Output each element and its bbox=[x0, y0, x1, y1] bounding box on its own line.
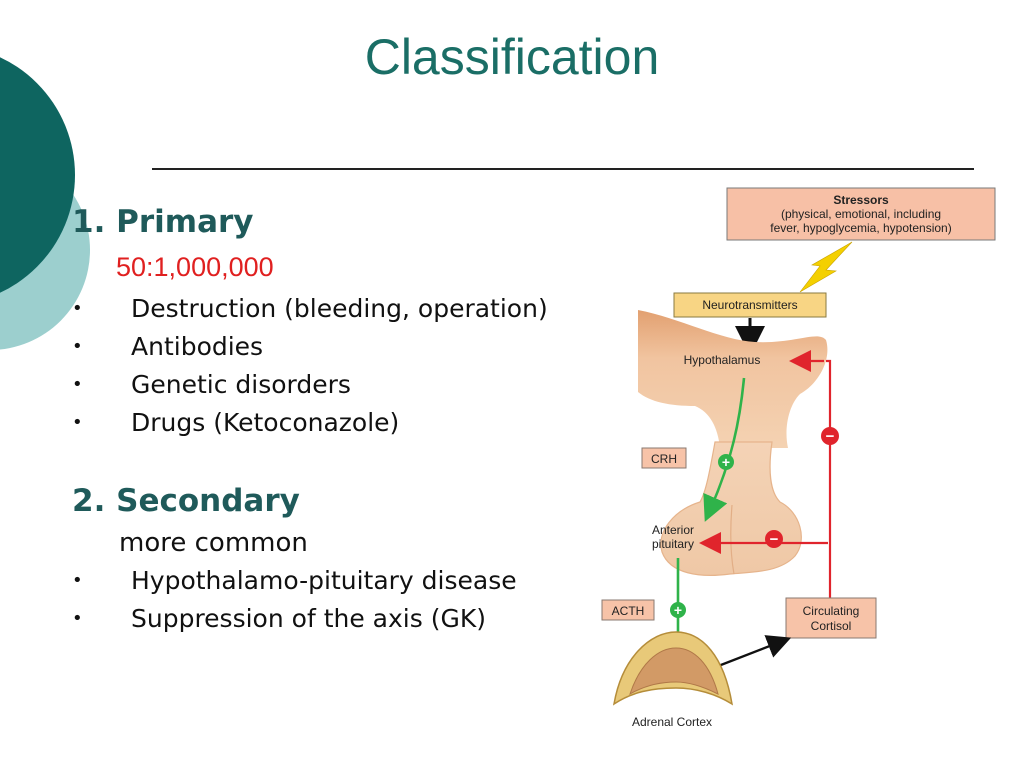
bullet-icon: • bbox=[72, 412, 83, 433]
cortisol-feedback-line bbox=[826, 359, 832, 598]
pituitary-label: pituitary bbox=[652, 537, 694, 551]
stressors-detail-2: fever, hypoglycemia, hypotension) bbox=[770, 221, 951, 235]
svg-text:+: + bbox=[722, 454, 730, 470]
circulating-label: Circulating bbox=[803, 604, 860, 618]
secondary-heading: 2. Secondary bbox=[72, 483, 300, 519]
acth-box bbox=[601, 599, 655, 621]
secondary-note: more common bbox=[119, 528, 308, 558]
lightning-icon bbox=[799, 241, 853, 293]
primary-heading: 1. Primary bbox=[72, 204, 254, 240]
page-title: Classification bbox=[364, 29, 660, 85]
crh-box bbox=[641, 447, 687, 469]
hypothalamus-region bbox=[638, 310, 828, 448]
plus-icon bbox=[670, 602, 686, 618]
cortisol-label: Cortisol bbox=[811, 619, 852, 633]
bullet-icon: • bbox=[72, 608, 83, 629]
title-divider bbox=[152, 168, 974, 170]
crh-label: CRH bbox=[651, 452, 677, 466]
primary-ratio: 50:1,000,000 bbox=[116, 252, 274, 282]
minus-icon bbox=[821, 427, 839, 445]
acth-label: ACTH bbox=[612, 604, 645, 618]
adrenal-medulla-shape bbox=[629, 647, 719, 696]
svg-text:−: − bbox=[770, 531, 779, 548]
hypothalamus-label: Hypothalamus bbox=[684, 353, 761, 367]
neurotransmitters-label: Neurotransmitters bbox=[702, 298, 797, 312]
bullet-icon: • bbox=[72, 336, 83, 357]
bullet-icon: • bbox=[72, 570, 83, 591]
svg-text:−: − bbox=[826, 428, 835, 445]
anterior-label: Anterior bbox=[652, 523, 694, 537]
pituitary-division bbox=[730, 504, 735, 575]
crh-stimulation-arrow bbox=[703, 377, 746, 522]
stressors-detail-1: (physical, emotional, including bbox=[781, 207, 941, 221]
dark-teal-circle bbox=[0, 57, 75, 293]
bullet-icon: • bbox=[72, 374, 83, 395]
hpa-axis-diagram: Stressors (physical, emotional, includin… bbox=[601, 187, 996, 729]
stressors-label: Stressors bbox=[833, 193, 889, 207]
adrenal-cortex-label: Adrenal Cortex bbox=[632, 715, 712, 729]
decorative-circles bbox=[0, 57, 90, 350]
circulating-cortisol-box bbox=[785, 597, 877, 639]
stressors-box bbox=[726, 187, 996, 241]
svg-text:+: + bbox=[674, 602, 682, 618]
bullet-icon: • bbox=[72, 298, 83, 319]
neurotransmitters-box bbox=[673, 292, 827, 318]
plus-icon bbox=[718, 454, 734, 470]
minus-icon bbox=[765, 530, 783, 548]
